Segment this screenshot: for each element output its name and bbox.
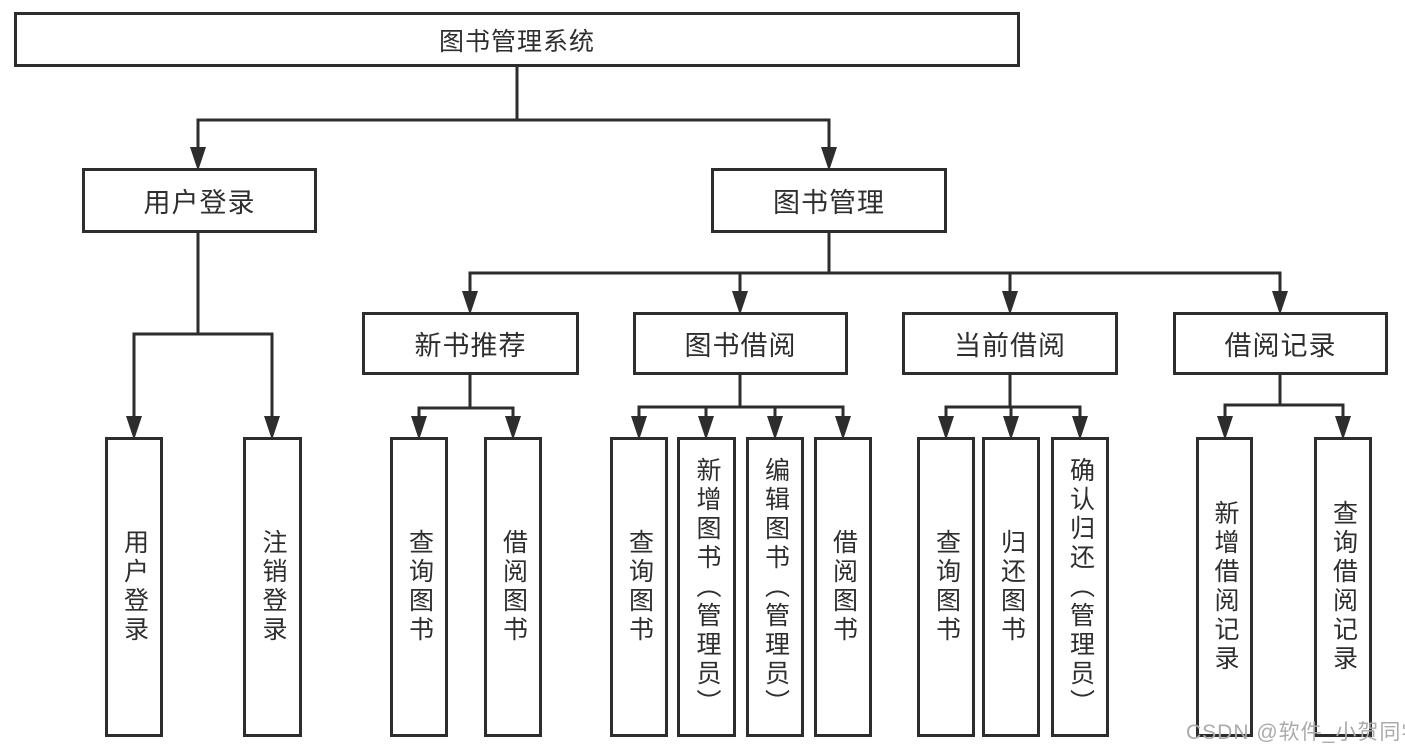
node-book-borrow: 图书借阅 bbox=[633, 312, 848, 375]
node-current-borrow: 当前借阅 bbox=[902, 312, 1118, 375]
node-borrow-records: 借阅记录 bbox=[1173, 312, 1388, 375]
leaf-user-login: 用户登录 bbox=[105, 437, 163, 737]
leaf-records-query: 查询借阅记录 bbox=[1314, 437, 1372, 737]
node-book-mgmt: 图书管理 bbox=[711, 168, 947, 233]
leaf-borrow-borrow: 借阅图书 bbox=[814, 437, 872, 737]
leaf-current-return: 归还图书 bbox=[982, 437, 1040, 737]
leaf-logout: 注销登录 bbox=[243, 437, 302, 737]
leaf-records-add: 新增借阅记录 bbox=[1196, 437, 1253, 737]
node-user-login: 用户登录 bbox=[82, 168, 317, 233]
leaf-current-confirm-admin: 确认归还（管理员） bbox=[1051, 437, 1109, 737]
watermark-text: CSDN @软件_小贺同学 bbox=[1186, 721, 1405, 744]
leaf-current-query: 查询图书 bbox=[917, 437, 975, 737]
leaf-borrow-edit-admin: 编辑图书（管理员） bbox=[746, 437, 804, 737]
leaf-borrow-query: 查询图书 bbox=[610, 437, 668, 737]
node-new-books: 新书推荐 bbox=[362, 312, 579, 375]
leaf-newbooks-query: 查询图书 bbox=[390, 437, 448, 737]
leaf-borrow-add-admin: 新增图书（管理员） bbox=[677, 437, 736, 737]
leaf-newbooks-borrow: 借阅图书 bbox=[484, 437, 542, 737]
node-root: 图书管理系统 bbox=[14, 12, 1020, 67]
